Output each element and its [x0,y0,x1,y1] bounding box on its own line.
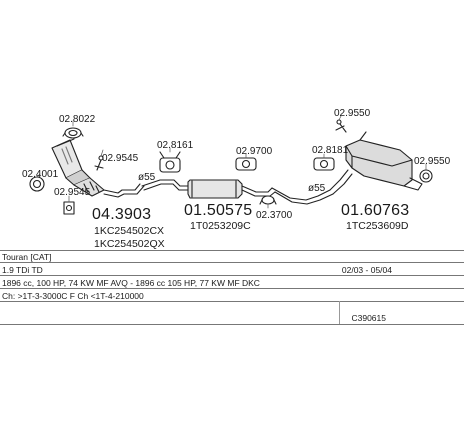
assembly-number-04-3903: 04.3903 [92,206,152,223]
part-label-02-9545: 02.9545 [102,153,139,164]
middle-pipe [141,179,189,191]
part-02-9550-gasket-right [419,169,433,183]
part-02-8022-clamp [62,127,84,139]
part-02-8161-hanger [159,151,181,173]
production-years: 02/03 - 05/04 [341,265,392,275]
catalytic-converter-front-pipe [51,138,145,198]
part-label-02-9545: 02.9545 [54,187,91,198]
part-label-02-9700: 02.9700 [236,146,273,157]
diameter-label: ø55 [308,183,326,194]
part-02-9550-bolt-top [335,119,347,133]
engine-type: 1.9 TDi TD [2,265,43,275]
part-label-02-9550: 02.9550 [414,156,451,167]
exhaust-system-diagram: 02.8022 02.4001 02.9545 02.9545 02.8161 … [22,108,451,250]
assembly-number-01-50575: 01.50575 [184,202,253,219]
assembly-code: 1KC254502CX [94,225,165,237]
part-02-9545-bracket [63,201,75,215]
diameter-label: ø55 [138,172,156,183]
part-label-02-8022: 02.8022 [59,114,96,125]
rear-silencer [329,131,423,195]
part-label-02-8161: 02.8161 [157,140,194,151]
part-02-3700-clamp [259,195,277,205]
assembly-code: 1KC254502QX [94,238,165,250]
assembly-number-01-60763: 01.60763 [341,202,410,219]
part-label-02-9550: 02.9550 [334,108,371,119]
middle-silencer [187,179,334,205]
leader-lines [36,115,427,209]
part-02-9700-hanger [235,157,257,171]
part-02-8181-hanger [313,157,335,171]
part-label-02-8181: 02.8181 [312,145,349,156]
assembly-code: 1T0253209C [190,220,251,232]
engine-specs: 1896 cc, 100 HP, 74 KW MF AVQ - 1896 cc … [2,278,260,288]
chassis-range: Ch: >1T-3-3000C F Ch <1T-4-210000 [2,291,144,301]
part-label-02-3700: 02.3700 [256,210,293,221]
reference-code: C390615 [351,313,386,323]
part-label-02-4001: 02.4001 [22,169,59,180]
model-name: Touran [CAT] [2,252,52,262]
exhaust-drawing [29,115,433,215]
assembly-code: 1TC253609D [346,220,409,232]
